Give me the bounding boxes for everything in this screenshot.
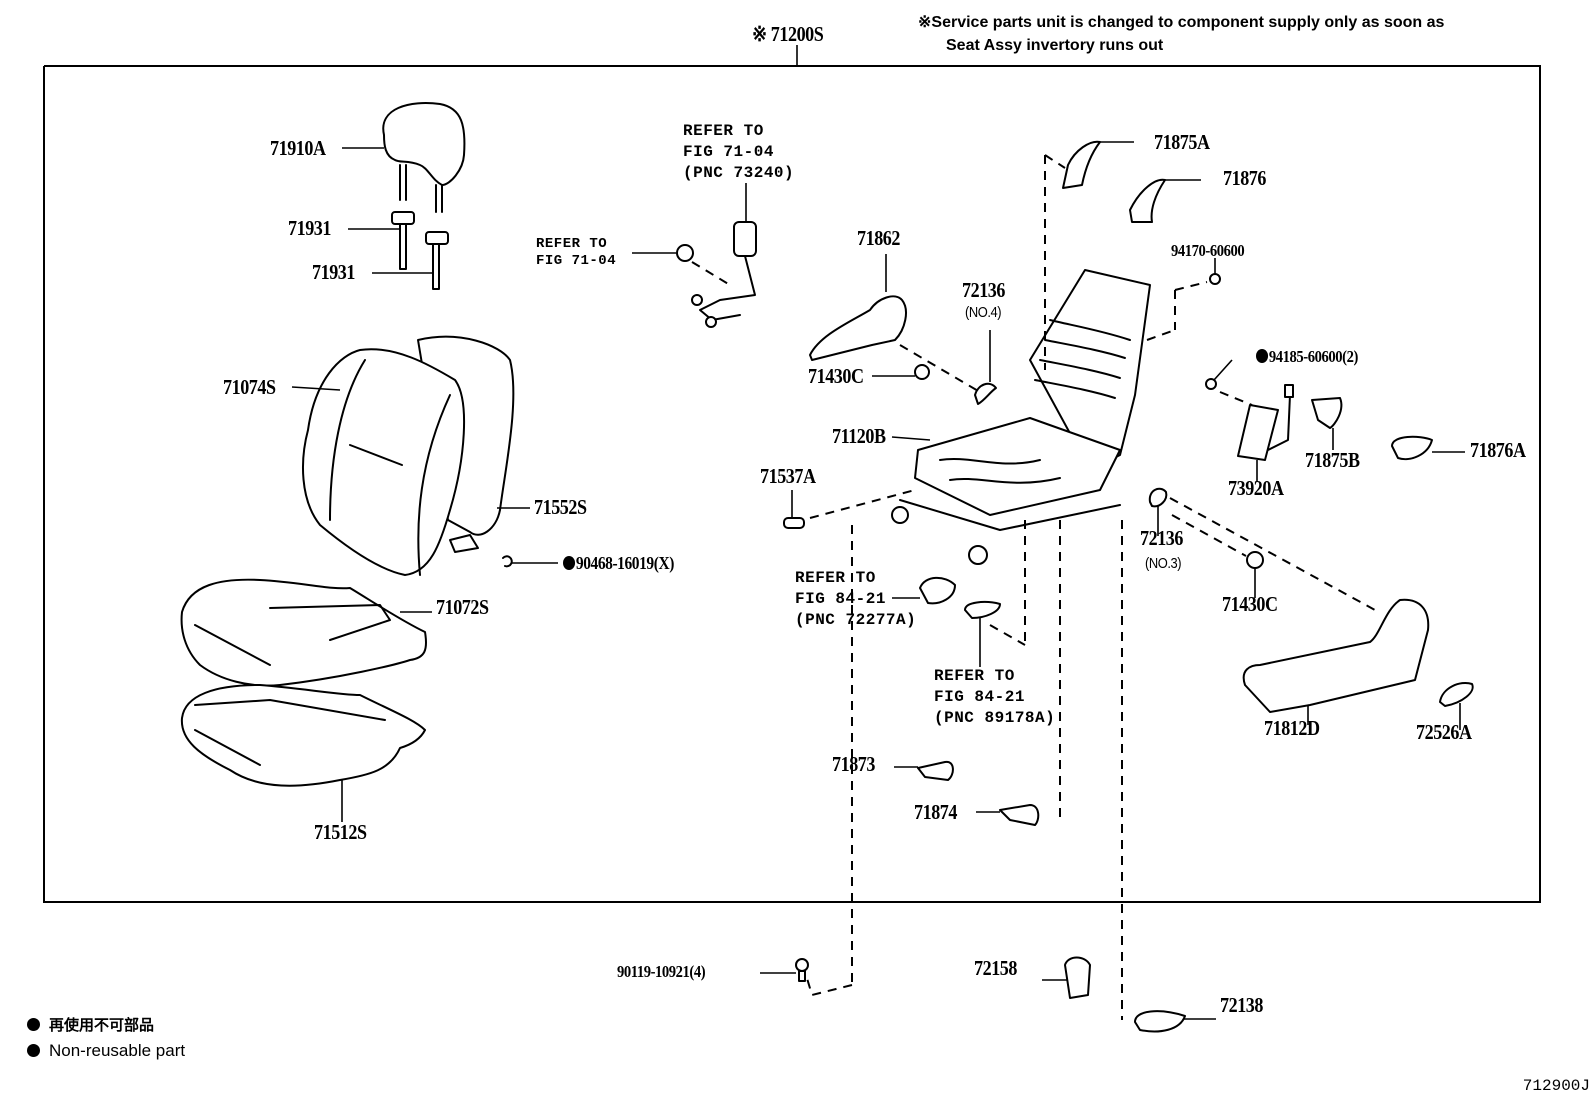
nut-94185-drawing <box>1205 359 1253 406</box>
part-label-71552s[interactable]: 71552S <box>534 495 587 519</box>
part-label-71072s[interactable]: 71072S <box>436 595 489 619</box>
airbag-drawing <box>1237 384 1294 482</box>
seat-frame-drawing <box>891 269 1208 565</box>
part-label-71874[interactable]: 71874 <box>914 800 957 824</box>
cushion-cover-drawing <box>180 578 432 687</box>
screw-right-drawing <box>1171 514 1264 598</box>
assembly-frame <box>43 65 1541 903</box>
part-label-71910a[interactable]: 71910A <box>270 136 326 160</box>
non-reusable-dot <box>563 556 576 570</box>
part-label-72136-no4[interactable]: 72136 <box>962 278 1005 302</box>
part-label-72136-no4-sub: (NO.4) <box>965 304 1002 321</box>
part-label-72136-no3-sub: (NO.3) <box>1145 555 1182 572</box>
non-reusable-dot <box>1256 349 1269 363</box>
shield-right-drawing <box>1242 598 1430 725</box>
cover-71537a-drawing <box>783 489 916 529</box>
cap-no3-drawing <box>1148 487 1376 611</box>
figure-number: 712900J <box>1522 1077 1590 1095</box>
cap-no4-drawing <box>974 330 997 405</box>
service-note-line2: Seat Assy invertory runs out <box>946 37 1164 54</box>
switch-72277a-drawing <box>892 576 956 605</box>
belt-buckle-drawing <box>632 183 757 328</box>
part-label-94170[interactable]: 94170-60600 <box>1171 241 1245 260</box>
bracket-71876-drawing <box>1129 178 1201 223</box>
part-label-71875b[interactable]: 71875B <box>1305 448 1360 472</box>
cover-71874-drawing <box>976 804 1040 826</box>
cover-71873-drawing <box>894 760 954 781</box>
part-label-71812d[interactable]: 71812D <box>1264 716 1320 740</box>
legend-row-jp: 再使用不可部品 <box>27 1012 185 1038</box>
part-label-72138[interactable]: 72138 <box>1220 993 1263 1017</box>
part-label-71876[interactable]: 71876 <box>1223 166 1266 190</box>
part-label-90468[interactable]: 90468-16019(X) <box>563 554 674 572</box>
part-label-71430c-left[interactable]: 71430C <box>808 364 864 388</box>
part-label-71873[interactable]: 71873 <box>832 752 875 776</box>
part-label-94185[interactable]: 94185-60600(2) <box>1256 348 1358 365</box>
dashed-bolt-guide <box>805 974 853 997</box>
headrest-drawing <box>342 102 466 213</box>
cushion-pad-drawing <box>180 684 426 822</box>
seatback-drawing <box>291 335 530 576</box>
bracket-71875b-drawing <box>1311 397 1343 450</box>
sensor-89178a-drawing <box>964 520 1026 667</box>
part-label-71537a[interactable]: 71537A <box>760 464 816 488</box>
bracket-71875a-drawing <box>1044 140 1134 370</box>
cover-72138-drawing <box>1134 1010 1216 1033</box>
service-note-line1: ※Service parts unit is changed to compon… <box>918 14 1445 31</box>
cover-72158-drawing <box>1042 956 1091 999</box>
part-label-73920a[interactable]: 73920A <box>1228 476 1284 500</box>
part-label-71512s[interactable]: 71512S <box>314 820 367 844</box>
part-label-90119[interactable]: 90119-10921(4) <box>617 962 706 981</box>
bolt-90119-drawing <box>760 958 809 982</box>
hog-ring-drawing <box>502 555 558 568</box>
legend: 再使用不可部品 Non-reusable part <box>27 1012 185 1063</box>
part-label-72136-no3[interactable]: 72136 <box>1140 526 1183 550</box>
part-label-71876a[interactable]: 71876A <box>1470 438 1526 462</box>
assembly-label[interactable]: ※ 71200S <box>752 22 824 46</box>
part-label-71074s[interactable]: 71074S <box>223 375 276 399</box>
part-label-72158[interactable]: 72158 <box>974 956 1017 980</box>
knob-drawing <box>1439 682 1474 730</box>
part-label-71862[interactable]: 71862 <box>857 226 900 250</box>
part-label-71430c-right[interactable]: 71430C <box>1222 592 1278 616</box>
legend-dot-icon <box>27 1018 40 1031</box>
part-label-71931-upper[interactable]: 71931 <box>288 216 331 240</box>
shield-left-drawing <box>809 254 986 396</box>
headrest-support-drawing <box>348 211 449 290</box>
legend-row-en: Non-reusable part <box>27 1038 185 1063</box>
legend-dot-icon <box>27 1044 40 1057</box>
part-label-71931-lower[interactable]: 71931 <box>312 260 355 284</box>
bracket-71876a-drawing <box>1391 435 1465 460</box>
part-label-72526a[interactable]: 72526A <box>1416 720 1472 744</box>
nut-94170-drawing <box>1209 258 1221 285</box>
part-label-71120b[interactable]: 71120B <box>832 424 886 448</box>
part-label-71875a[interactable]: 71875A <box>1154 130 1210 154</box>
